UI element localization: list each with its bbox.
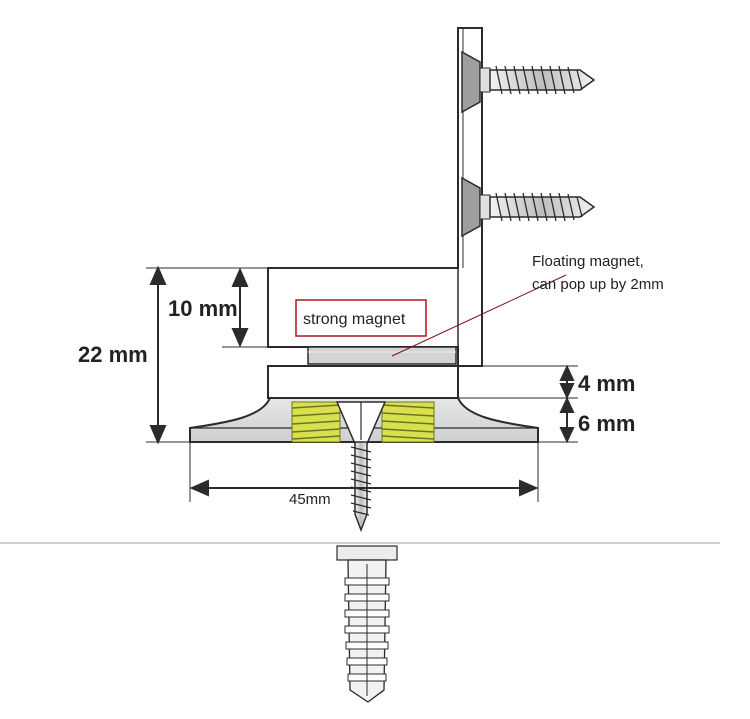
leader-line bbox=[391, 274, 567, 357]
floor-screw bbox=[335, 401, 387, 533]
threaded-insert-right bbox=[381, 401, 435, 443]
label-10mm: 10 mm bbox=[168, 296, 238, 321]
label-22mm: 22 mm bbox=[78, 342, 148, 367]
dimension-22mm bbox=[146, 265, 268, 445]
strong-magnet bbox=[307, 346, 457, 365]
wall-plug bbox=[336, 545, 398, 703]
magnet-label-box bbox=[295, 299, 427, 337]
base-plate bbox=[267, 365, 459, 399]
note-line-2: can pop up by 2mm bbox=[532, 276, 664, 293]
magnet-label: strong magnet bbox=[303, 311, 406, 328]
wall-screw-bottom bbox=[461, 176, 596, 238]
dimension-45mm bbox=[189, 442, 539, 502]
threaded-insert-left bbox=[291, 401, 341, 443]
dimension-10mm bbox=[222, 267, 268, 348]
label-4mm: 4 mm bbox=[578, 371, 635, 396]
dimension-4mm bbox=[458, 364, 578, 400]
wall-screw-top bbox=[461, 50, 596, 114]
note-line-1: Floating magnet, bbox=[532, 253, 644, 270]
label-45mm: 45mm bbox=[289, 491, 331, 508]
dimension-6mm bbox=[538, 396, 578, 444]
label-6mm: 6 mm bbox=[578, 411, 635, 436]
